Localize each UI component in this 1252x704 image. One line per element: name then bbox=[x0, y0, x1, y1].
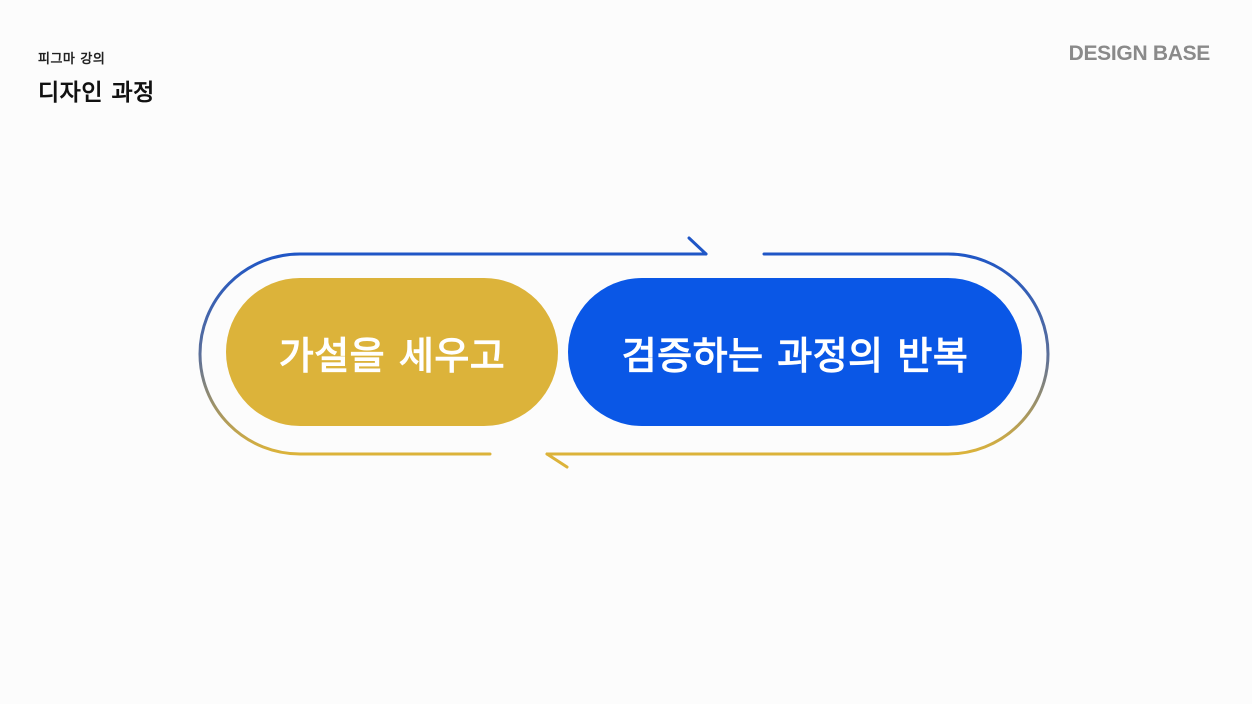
course-label: 피그마 강의 bbox=[38, 52, 106, 67]
validation-step-label: 검증하는 과정의 반복 bbox=[621, 333, 969, 378]
cycle-loop-left bbox=[198, 252, 708, 456]
hypothesis-step-label: 가설을 세우고 bbox=[278, 333, 506, 378]
brand-logo: DESIGN BASE bbox=[1068, 42, 1211, 65]
page-title: 디자인 과정 bbox=[38, 80, 155, 106]
arrowhead-bottom bbox=[545, 452, 569, 469]
arrowhead-top bbox=[687, 236, 708, 256]
hypothesis-step: 가설을 세우고 bbox=[226, 278, 558, 426]
validation-step: 검증하는 과정의 반복 bbox=[568, 278, 1022, 426]
cycle-loop-right bbox=[545, 252, 1050, 456]
